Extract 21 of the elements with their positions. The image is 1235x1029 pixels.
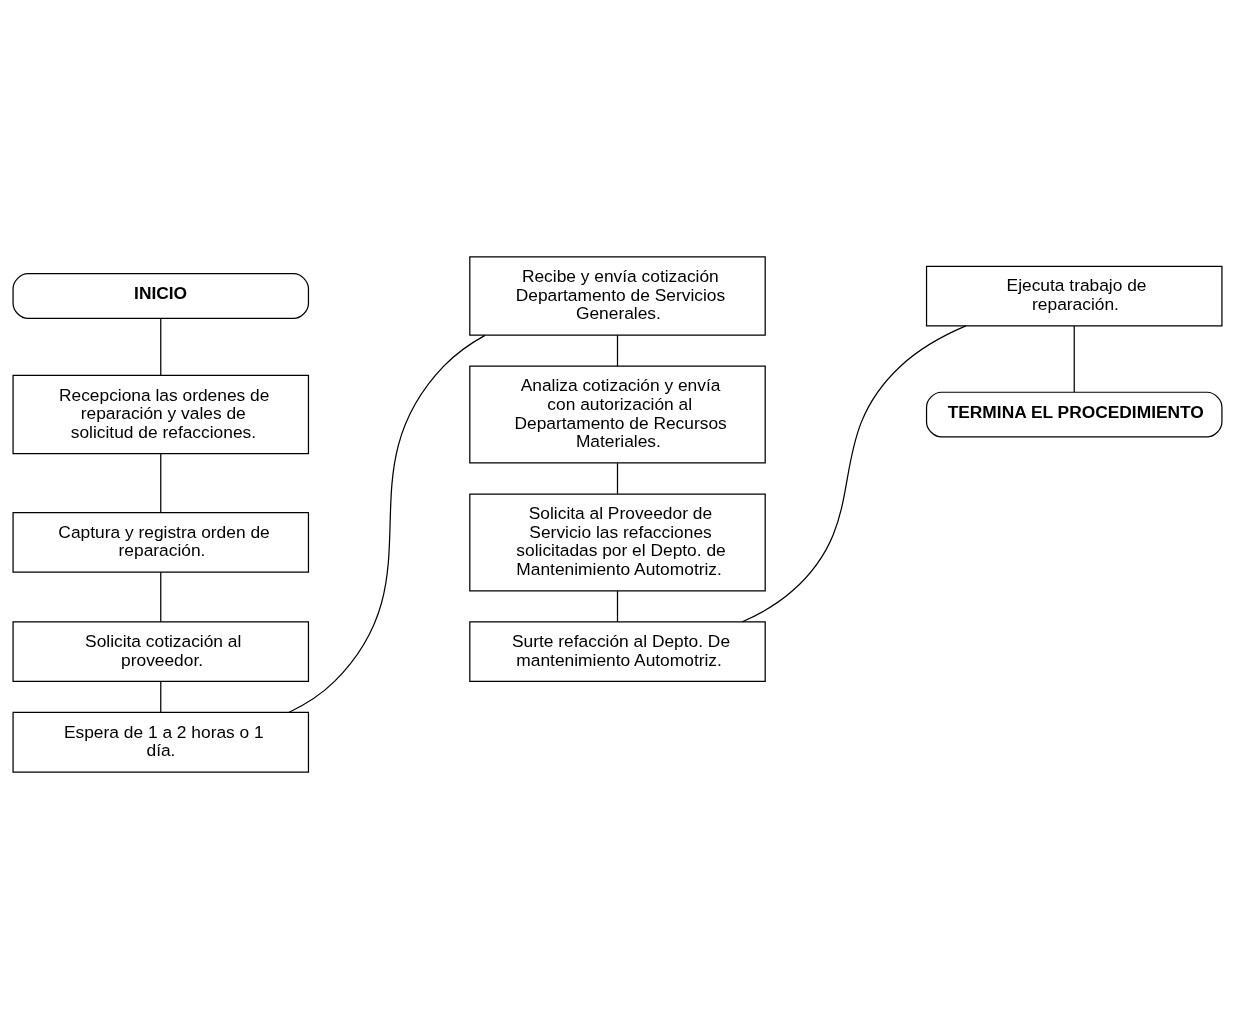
node-box: Analiza cotización y envía con autorización al Departamento de Recursos Materiales. (469, 365, 766, 464)
node-box: Solicita cotización al proveedor. (12, 621, 310, 683)
connector (741, 325, 967, 623)
node-box: Recibe y envía cotización Departamento de Servicios Generales. (469, 256, 766, 336)
connector (616, 590, 619, 623)
connector (160, 317, 162, 376)
node-box: TERMINA EL PROCEDIMIENTO (925, 391, 1223, 438)
connector (1073, 325, 1075, 393)
node-box: Recepciona las ordenes de reparación y vales de solicitud de refacciones. (12, 374, 310, 455)
node-box: Surte refacción al Depto. De mantenimiento Automotriz. (469, 621, 766, 683)
connector (160, 681, 162, 713)
node-box: Espera de 1 a 2 horas o 1 día. (12, 711, 310, 773)
node-box: Solicita al Proveedor de Servicio las refacciones solicitadas por el Depto. de Mantenimiento Automotriz. (469, 493, 766, 592)
node-box: Captura y registra orden de reparación. (12, 512, 310, 573)
connector (616, 334, 619, 367)
connector (288, 334, 486, 714)
node-box: INICIO (12, 273, 310, 319)
connector (616, 462, 619, 495)
connector (160, 571, 162, 623)
connector (160, 453, 162, 514)
node-box: Ejecuta trabajo de reparación. (925, 265, 1223, 327)
